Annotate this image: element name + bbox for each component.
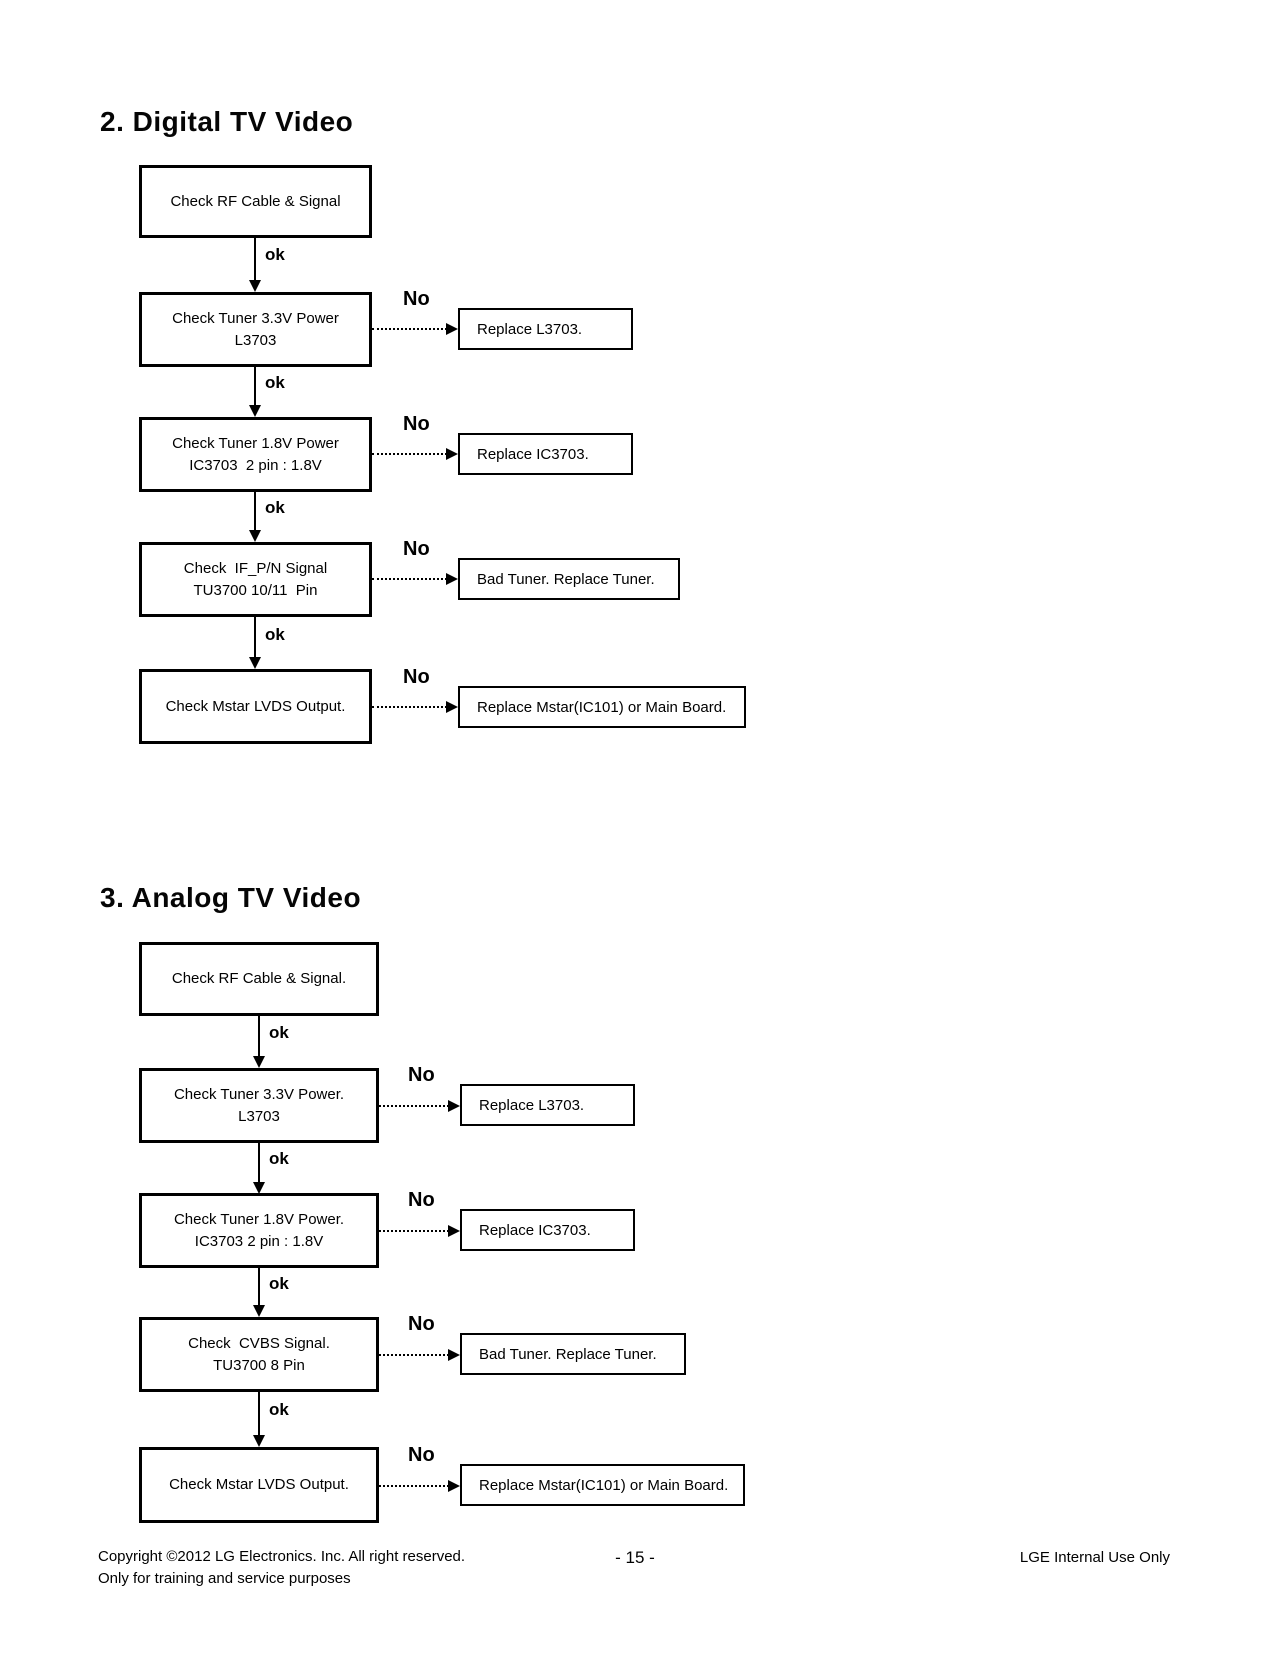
down-arrow-icon	[253, 1182, 265, 1194]
flow-box-text: L3703	[238, 1107, 280, 1125]
ok-label: ok	[265, 498, 285, 517]
right-arrow-icon	[448, 1349, 460, 1361]
ok-label: ok	[265, 373, 285, 392]
flow-dotted-line	[372, 578, 447, 580]
flow-box-check-lvds-output: Check Mstar LVDS Output.	[139, 1447, 379, 1523]
action-box-bad-tuner: Bad Tuner. Replace Tuner.	[458, 558, 680, 600]
down-arrow-icon	[253, 1305, 265, 1317]
right-arrow-icon	[448, 1100, 460, 1112]
action-box-bad-tuner: Bad Tuner. Replace Tuner.	[460, 1333, 686, 1375]
flow-box-text: Check Tuner 3.3V Power.	[173, 1085, 345, 1103]
down-arrow-icon	[249, 657, 261, 669]
no-label: No	[403, 288, 430, 310]
flow-dotted-line	[379, 1105, 449, 1107]
flow-connector-line	[258, 1268, 260, 1306]
right-arrow-icon	[448, 1480, 460, 1492]
down-arrow-icon	[249, 280, 261, 292]
action-box-text: Replace IC3703.	[477, 445, 589, 463]
flow-dotted-line	[372, 328, 447, 330]
flow-connector-line	[254, 367, 256, 406]
flow-box-check-tuner-3v3: Check Tuner 3.3V Power. L3703	[139, 1068, 379, 1143]
footer-internal-use: LGE Internal Use Only	[1019, 1549, 1170, 1566]
no-label: No	[408, 1064, 435, 1086]
flow-box-check-tuner-1v8: Check Tuner 1.8V Power. IC3703 2 pin : 1…	[139, 1193, 379, 1268]
action-box-replace-mstar: Replace Mstar(IC101) or Main Board.	[460, 1464, 745, 1506]
right-arrow-icon	[446, 448, 458, 460]
flow-box-text: IC3703 2 pin : 1.8V	[189, 456, 322, 474]
footer-copyright-line1: Copyright ©2012 LG Electronics. Inc. All…	[98, 1548, 466, 1565]
flow-box-text: Check Tuner 3.3V Power	[172, 309, 339, 327]
down-arrow-icon	[253, 1056, 265, 1068]
ok-label: ok	[269, 1274, 289, 1293]
flow-dotted-line	[372, 453, 447, 455]
flow-box-check-ifpn-signal: Check IF_P/N Signal TU3700 10/11 Pin	[139, 542, 372, 617]
flow-box-text: TU3700 8 Pin	[213, 1356, 305, 1374]
flow-box-text: IC3703 2 pin : 1.8V	[194, 1232, 324, 1250]
flow-dotted-line	[372, 706, 447, 708]
flow-box-check-rf-cable: Check RF Cable & Signal	[139, 165, 372, 238]
flow-box-text: Check Tuner 1.8V Power.	[173, 1210, 345, 1228]
flow-connector-line	[254, 238, 256, 281]
flow-dotted-line	[379, 1230, 449, 1232]
action-box-text: Bad Tuner. Replace Tuner.	[477, 570, 655, 588]
down-arrow-icon	[249, 530, 261, 542]
action-box-text: Bad Tuner. Replace Tuner.	[479, 1345, 657, 1363]
flow-box-text: L3703	[234, 331, 277, 349]
flow-box-text: Check Tuner 1.8V Power	[172, 434, 339, 452]
no-label: No	[403, 413, 430, 435]
right-arrow-icon	[446, 573, 458, 585]
down-arrow-icon	[253, 1435, 265, 1447]
right-arrow-icon	[446, 323, 458, 335]
right-arrow-icon	[448, 1225, 460, 1237]
action-box-replace-l3703: Replace L3703.	[458, 308, 633, 350]
action-box-text: Replace Mstar(IC101) or Main Board.	[477, 698, 727, 716]
flow-connector-line	[254, 617, 256, 658]
flow-box-text: Check RF Cable & Signal.	[171, 970, 347, 987]
flow-dotted-line	[379, 1354, 449, 1356]
no-label: No	[408, 1189, 435, 1211]
action-box-text: Replace L3703.	[477, 320, 583, 338]
flow-connector-line	[258, 1392, 260, 1436]
down-arrow-icon	[249, 405, 261, 417]
action-box-text: Replace IC3703.	[479, 1221, 591, 1239]
section-title-digital: 2. Digital TV Video	[100, 106, 354, 137]
no-label: No	[408, 1444, 435, 1466]
flow-dotted-line	[379, 1485, 449, 1487]
right-arrow-icon	[446, 701, 458, 713]
flow-box-text: Check Mstar LVDS Output.	[165, 697, 346, 715]
action-box-replace-mstar: Replace Mstar(IC101) or Main Board.	[458, 686, 746, 728]
action-box-replace-ic3703: Replace IC3703.	[460, 1209, 635, 1251]
flow-box-check-tuner-3v3: Check Tuner 3.3V Power L3703	[139, 292, 372, 367]
footer-page-number: - 15 -	[615, 1548, 655, 1567]
flow-box-check-cvbs-signal: Check CVBS Signal. TU3700 8 Pin	[139, 1317, 379, 1392]
ok-label: ok	[265, 625, 285, 644]
flow-connector-line	[258, 1016, 260, 1057]
flow-box-check-rf-cable: Check RF Cable & Signal.	[139, 942, 379, 1016]
ok-label: ok	[269, 1023, 289, 1042]
flow-box-text: TU3700 10/11 Pin	[193, 581, 318, 599]
flow-box-text: Check CVBS Signal.	[188, 1334, 330, 1352]
section-title-analog: 3. Analog TV Video	[100, 882, 362, 913]
ok-label: ok	[269, 1400, 289, 1419]
flow-box-text: Check IF_P/N Signal	[183, 559, 328, 577]
action-box-replace-ic3703: Replace IC3703.	[458, 433, 633, 475]
ok-label: ok	[265, 245, 285, 264]
flow-box-text: Check RF Cable & Signal	[170, 192, 341, 210]
action-box-text: Replace Mstar(IC101) or Main Board.	[479, 1476, 729, 1494]
flow-connector-line	[258, 1143, 260, 1183]
no-label: No	[408, 1313, 435, 1335]
footer-copyright: Copyright ©2012 LG Electronics. Inc. All…	[98, 1546, 465, 1590]
action-box-replace-l3703: Replace L3703.	[460, 1084, 635, 1126]
flow-connector-line	[254, 492, 256, 531]
action-box-text: Replace L3703.	[479, 1096, 585, 1114]
flow-box-check-lvds-output: Check Mstar LVDS Output.	[139, 669, 372, 744]
flow-box-check-tuner-1v8: Check Tuner 1.8V Power IC3703 2 pin : 1.…	[139, 417, 372, 492]
footer-copyright-line2: Only for training and service purposes	[98, 1570, 351, 1587]
flow-box-text: Check Mstar LVDS Output.	[169, 1476, 349, 1493]
ok-label: ok	[269, 1149, 289, 1168]
no-label: No	[403, 666, 430, 688]
no-label: No	[403, 538, 430, 560]
